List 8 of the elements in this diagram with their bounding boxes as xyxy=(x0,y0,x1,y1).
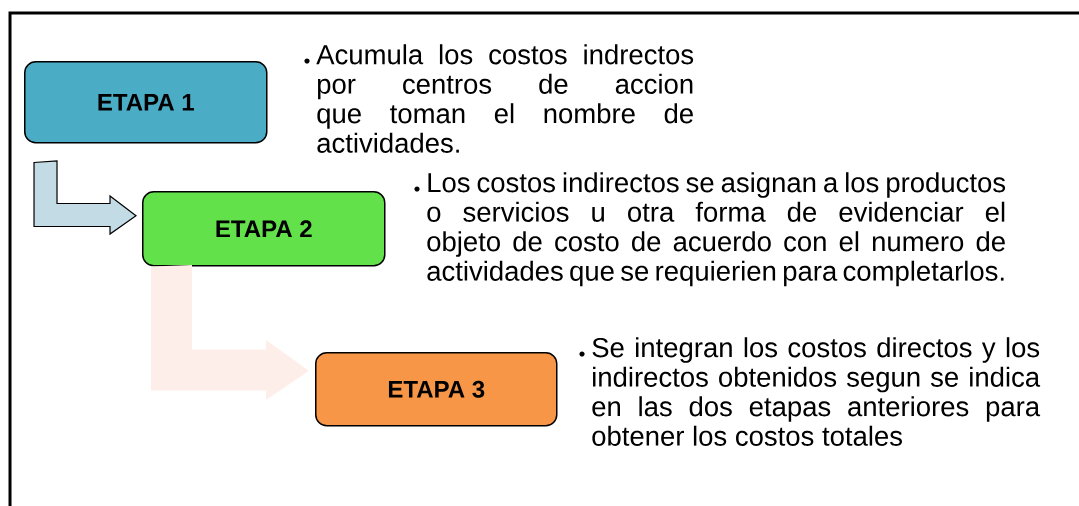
bent-arrow xyxy=(33,160,138,236)
bent-arrow xyxy=(151,265,309,400)
bullet-text: Acumula los costos indrectos por centros de accion que toman el nombre de actividades. xyxy=(316,44,694,153)
bullet-text: Los costos indirectos se asignan a los productos o servicios u otra forma de evidenciar el objeto de costo de acuerdo con el numero de actividades que se requierien para completarlos. xyxy=(427,172,1006,287)
stage-box: ETAPA 2 xyxy=(142,191,386,267)
bullet-text: Se integran los costos directos y los indirectos obtenidos segun se indica en las dos etapas anteriores para obtener los costos totales xyxy=(592,337,1041,446)
stage-box: ETAPA 3 xyxy=(315,352,558,427)
stage-box: ETAPA 1 xyxy=(24,61,268,144)
